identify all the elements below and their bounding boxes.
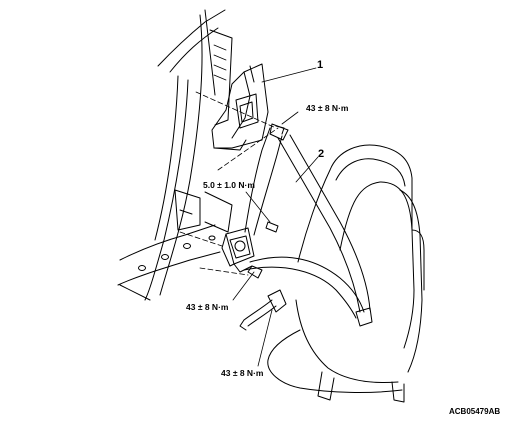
part-1-pillar-trim [211,63,269,151]
figure-code: ACB05479AB [449,407,501,416]
torque-retractor-bolt: 5.0 ± 1.0 N·m [203,180,255,190]
callout-1: 1 [317,59,324,71]
lower-anchor [239,289,287,331]
torque-upper-anchor: 43 ± 8 N·m [306,103,349,113]
seat [267,144,425,403]
bolts [247,125,285,279]
assembly-guide-lines [179,91,279,276]
retractor [221,227,255,273]
torque-lower-anchor: 43 ± 8 N·m [186,302,229,312]
callout-2: 2 [318,148,325,160]
vehicle-body-pillar [117,9,233,301]
torque-floor-anchor: 43 ± 8 N·m [221,368,264,378]
leader-lines [232,67,319,367]
